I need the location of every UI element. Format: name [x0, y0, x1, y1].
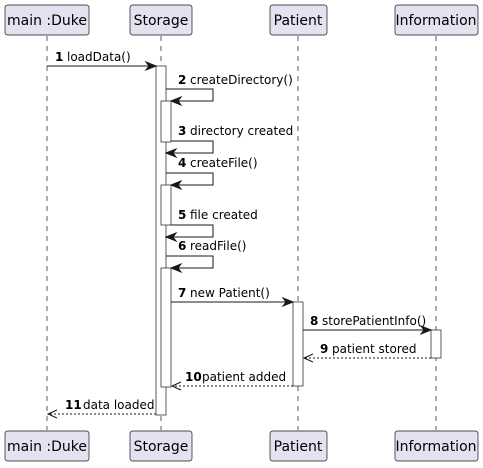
- message-11: 11 data loaded: [46, 398, 156, 419]
- participant-storage-top: Storage: [129, 4, 193, 36]
- participant-patient-label-bottom: Patient: [274, 439, 323, 455]
- activation-storage-main: [155, 65, 167, 416]
- participant-storage-label-bottom: Storage: [134, 439, 189, 455]
- message-3: 3 directory created: [164, 124, 293, 159]
- participant-duke-label-top: main :Duke: [7, 13, 87, 29]
- participant-information-top: Information: [394, 4, 479, 36]
- participant-information-bottom: Information: [394, 430, 479, 462]
- activation-storage-createfile: [160, 184, 172, 226]
- message-10: 10 patient added: [170, 370, 293, 391]
- message-2-number: 2: [178, 73, 186, 87]
- message-10-number: 10: [185, 370, 202, 384]
- message-2: 2 createDirectory(): [166, 73, 293, 107]
- message-6-label: readFile(): [190, 239, 246, 253]
- activation-storage-readfile: [160, 267, 172, 388]
- message-10-label: patient added: [202, 370, 286, 384]
- participant-patient-bottom: Patient: [269, 430, 328, 462]
- participant-duke-bottom: main :Duke: [4, 430, 90, 462]
- activation-storage-createdirectory: [160, 100, 172, 143]
- message-7-label: new Patient(): [190, 286, 270, 300]
- message-9-label: patient stored: [332, 342, 417, 356]
- activation-information: [430, 329, 442, 359]
- message-8-label: storePatientInfo(): [322, 314, 426, 328]
- message-8-number: 8: [310, 314, 318, 328]
- message-6: 6 readFile(): [166, 239, 246, 274]
- message-1-number: 1: [55, 50, 63, 64]
- message-5: 5 file created: [164, 208, 258, 243]
- message-9-number: 9: [320, 342, 328, 356]
- message-9: 9 patient stored: [302, 342, 431, 363]
- message-1: 1 loadData(): [47, 50, 158, 72]
- message-5-label: file created: [190, 208, 258, 222]
- participant-duke-top: main :Duke: [4, 4, 90, 36]
- participant-storage-label-top: Storage: [134, 13, 189, 29]
- participant-patient-top: Patient: [269, 4, 328, 36]
- message-4-label: createFile(): [190, 156, 258, 170]
- message-11-label: data loaded: [83, 398, 155, 412]
- message-11-number: 11: [65, 398, 82, 412]
- message-4-number: 4: [178, 156, 186, 170]
- message-4: 4 createFile(): [166, 156, 258, 191]
- participant-information-label-bottom: Information: [395, 439, 476, 455]
- participant-patient-label-top: Patient: [274, 13, 323, 29]
- message-5-number: 5: [178, 208, 186, 222]
- message-3-label: directory created: [190, 124, 293, 138]
- message-2-label: createDirectory(): [190, 73, 293, 87]
- message-8: 8 storePatientInfo(): [303, 314, 433, 336]
- message-3-number: 3: [178, 124, 186, 138]
- activation-patient: [292, 301, 304, 387]
- participant-duke-label-bottom: main :Duke: [7, 439, 87, 455]
- message-7-number: 7: [178, 286, 186, 300]
- message-1-label: loadData(): [67, 50, 131, 64]
- message-6-number: 6: [178, 239, 186, 253]
- participant-storage-bottom: Storage: [129, 430, 193, 462]
- message-7: 7 new Patient(): [171, 286, 295, 308]
- participant-information-label-top: Information: [395, 13, 476, 29]
